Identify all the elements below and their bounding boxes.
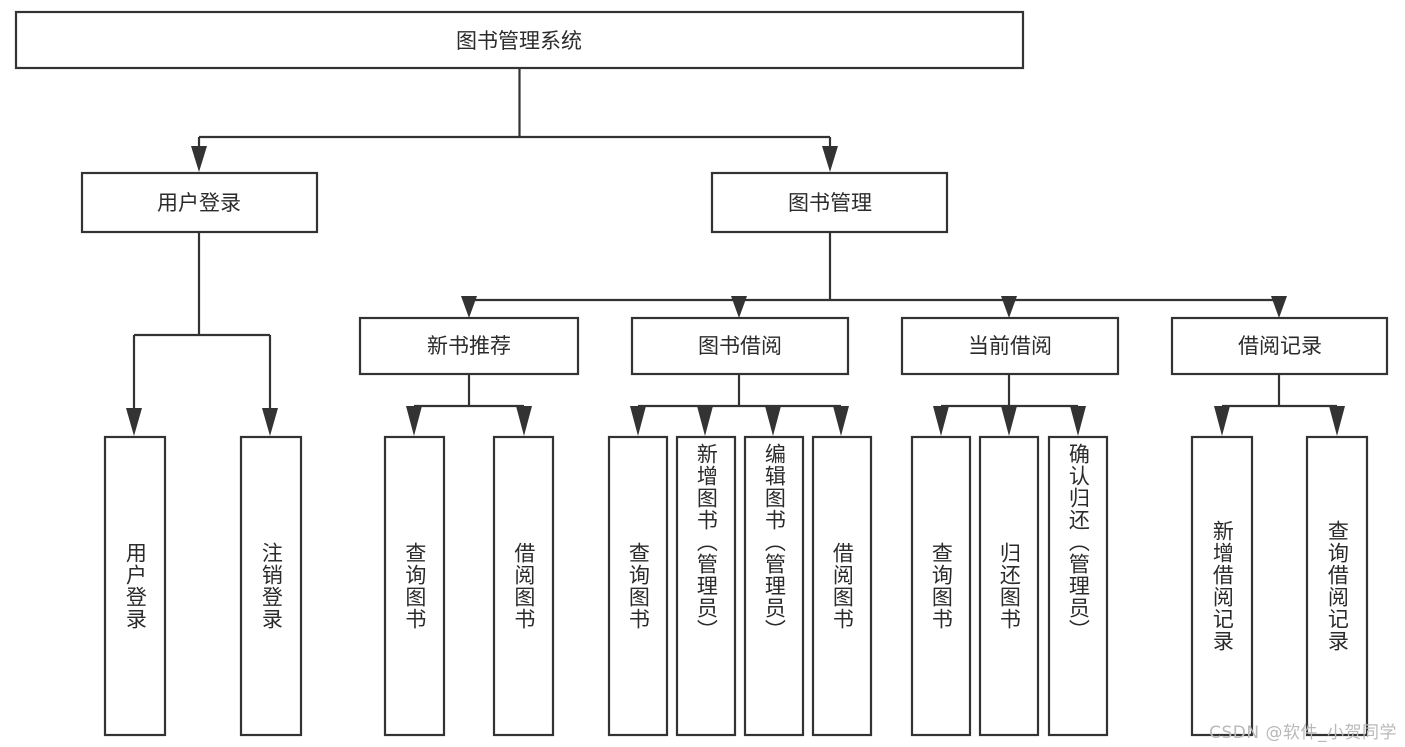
arrow-bb-leaf4 xyxy=(833,406,849,436)
node-borrow-record-label: 借阅记录 xyxy=(1238,334,1322,358)
node-leaf-query-record-box[interactable] xyxy=(1305,435,1369,737)
arrow-bb-leaf2 xyxy=(697,406,713,436)
arrow-bb-leaf1 xyxy=(630,406,646,436)
arrow-bm-current-borrow xyxy=(1001,296,1017,318)
node-leaf-add-record-box[interactable] xyxy=(1190,435,1254,737)
node-borrow-record-box[interactable] xyxy=(1170,316,1389,376)
node-leaf-query-book-1-box[interactable] xyxy=(383,435,446,737)
node-leaf-logout-login-box[interactable] xyxy=(239,435,303,737)
arrow-root-to-book-management xyxy=(822,146,838,172)
node-new-book-recommend-box[interactable] xyxy=(358,316,580,376)
arrow-br-leaf2 xyxy=(1329,406,1345,436)
arrow-root-to-user-login xyxy=(191,146,207,172)
node-leaf-user-login-box[interactable] xyxy=(103,435,167,737)
arrow-bb-leaf3 xyxy=(765,406,781,436)
node-borrow-record[interactable]: 借阅记录 xyxy=(1170,316,1389,376)
node-leaf-edit-book-box[interactable] xyxy=(743,435,805,737)
node-current-borrow-label: 当前借阅 xyxy=(968,334,1052,358)
node-book-borrow[interactable]: 图书借阅 xyxy=(630,316,850,376)
connector-group-current-borrow xyxy=(933,374,1086,436)
node-current-borrow[interactable]: 当前借阅 xyxy=(900,316,1120,376)
node-leaf-confirm-return-box[interactable] xyxy=(1047,435,1109,737)
node-root[interactable]: 图书管理系统 xyxy=(14,10,1025,70)
node-user-login-box[interactable] xyxy=(80,171,319,234)
watermark-text: CSDN @软件_小贺同学 xyxy=(1209,723,1397,743)
connector-group-new-book-recommend xyxy=(406,374,532,436)
arrow-user-login-leaf2 xyxy=(262,408,278,436)
connector-group-book-management xyxy=(461,232,1287,318)
arrow-nbr-leaf1 xyxy=(406,406,422,436)
node-leaf-borrow-book-1-box[interactable] xyxy=(492,435,555,737)
node-leaf-query-book-3-box[interactable] xyxy=(910,435,972,737)
arrow-cb-leaf1 xyxy=(933,406,949,436)
node-book-borrow-box[interactable] xyxy=(630,316,850,376)
connector-group-user-login xyxy=(126,232,278,436)
arrow-cb-leaf2 xyxy=(1001,406,1017,436)
node-new-book-recommend[interactable]: 新书推荐 xyxy=(358,316,580,376)
node-leaf-return-book-box[interactable] xyxy=(978,435,1040,737)
node-book-management[interactable]: 图书管理 xyxy=(710,171,949,234)
connector-group-book-borrow xyxy=(630,374,849,436)
arrow-nbr-leaf2 xyxy=(516,406,532,436)
arrow-bm-book-borrow xyxy=(731,296,747,318)
connector-group-root xyxy=(191,68,838,172)
connector-group-borrow-record xyxy=(1214,374,1345,436)
node-leaf-add-book-box[interactable] xyxy=(675,435,737,737)
node-leaf-query-book-2-box[interactable] xyxy=(607,435,669,737)
arrow-cb-leaf3 xyxy=(1070,406,1086,436)
node-book-borrow-label: 图书借阅 xyxy=(698,334,782,358)
arrow-bm-new-book-recommend xyxy=(461,296,477,318)
node-leaf-borrow-book-2-box[interactable] xyxy=(811,435,873,737)
node-book-management-box[interactable] xyxy=(710,171,949,234)
node-root-label: 图书管理系统 xyxy=(456,29,582,53)
node-user-login[interactable]: 用户登录 xyxy=(80,171,319,234)
arrow-br-leaf1 xyxy=(1214,406,1230,436)
arrow-user-login-leaf1 xyxy=(126,408,142,436)
node-user-login-label: 用户登录 xyxy=(157,191,241,215)
node-root-box[interactable] xyxy=(14,10,1025,70)
node-new-book-recommend-label: 新书推荐 xyxy=(427,334,511,358)
node-current-borrow-box[interactable] xyxy=(900,316,1120,376)
node-book-management-label: 图书管理 xyxy=(788,191,872,215)
arrow-bm-borrow-record xyxy=(1271,296,1287,318)
